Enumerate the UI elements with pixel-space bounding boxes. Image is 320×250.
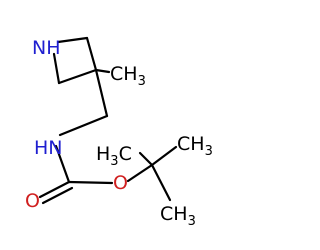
bond-co-double-b	[41, 186, 74, 205]
bond-nh-carbonyl-c	[54, 144, 71, 184]
bond-c2-c3	[57, 68, 98, 85]
bond-tbu-methyl-right	[150, 145, 178, 167]
label-ch3-right-ch: CH	[177, 133, 205, 155]
bond-ch2-nh	[58, 114, 109, 137]
label-o-ester: O	[113, 172, 128, 194]
molecule-structure: NH CH3 HN H3C CH3 O O CH3	[25, 36, 213, 229]
label-ch3-top: CH3	[110, 63, 146, 89]
label-hn-carbamate: HN	[34, 137, 63, 159]
bonds	[38, 36, 178, 205]
label-ch3-left-ch: H	[96, 143, 110, 165]
bond-c3-ch2	[94, 68, 109, 118]
label-ch3-right: CH3	[177, 133, 213, 159]
atom-labels: NH CH3 HN H3C CH3 O O CH3	[25, 37, 213, 229]
label-o-carbonyl: O	[25, 190, 40, 212]
label-ch3-right-sub: 3	[205, 144, 213, 159]
bond-c4-n1	[56, 36, 89, 44]
bond-co-double-a	[38, 180, 71, 199]
bond-c-o-ester	[67, 180, 114, 185]
label-ch3-left: H3C	[96, 143, 132, 169]
label-nh-ring: NH	[32, 37, 61, 59]
label-ch3-bottom-sub: 3	[188, 214, 196, 229]
bond-tbu-methyl-bottom	[150, 163, 172, 202]
bond-tbu-methyl-left	[138, 151, 154, 167]
bond-o-tbu	[126, 163, 154, 183]
label-ch3-bottom-ch: CH	[160, 203, 188, 225]
label-ch3-top-sub: 3	[138, 74, 146, 89]
label-ch3-top-ch: CH	[110, 63, 138, 85]
bond-n1-c2	[52, 52, 61, 85]
bond-c3-c4	[85, 36, 98, 72]
label-ch3-left-sub: 3	[110, 154, 118, 169]
bond-c3-methyl	[94, 68, 111, 74]
label-ch3-bottom: CH3	[160, 203, 196, 229]
label-ch3-left-c: C	[119, 143, 132, 165]
